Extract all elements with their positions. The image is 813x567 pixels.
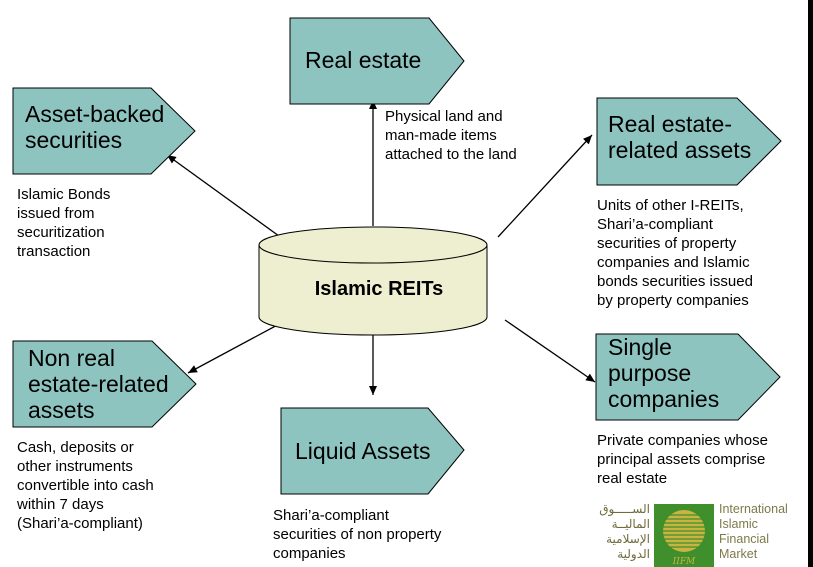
- logo-english-text: International Islamic Financial Market: [719, 502, 788, 561]
- arrow-to-asset-backed: [166, 154, 291, 245]
- logo-mark-text: IIFM: [672, 557, 696, 567]
- node-real-estate-label: Real estate: [305, 47, 422, 73]
- iifm-logo: الســـــوق الماليــة الإسلامية الدولية I…: [558, 502, 808, 567]
- center-cylinder: [258, 226, 488, 336]
- node-non-re-label: Non real estate-related assets: [28, 345, 169, 423]
- node-real-estate-shape: [289, 17, 465, 105]
- node-asset-backed-label: Asset-backed securities: [25, 101, 165, 153]
- node-single-desc: Private companies whose principal assets…: [597, 432, 768, 487]
- node-liquid-shape: [280, 407, 465, 495]
- node-re-related-shape: [596, 97, 782, 186]
- logo-arabic-text: الســـــوق الماليــة الإسلامية الدولية: [599, 502, 650, 561]
- logo-globe-icon: IIFM: [654, 504, 714, 567]
- node-non-re-desc: Cash, deposits or other instruments conv…: [17, 439, 154, 532]
- node-re-related-desc: Units of other I-REITs, Shari’a-complian…: [597, 197, 753, 309]
- node-liquid-desc: Shari’a-compliant securities of non prop…: [273, 507, 442, 562]
- node-single-shape: [595, 333, 781, 421]
- right-edge-border: [808, 0, 813, 567]
- arrow-to-single: [504, 319, 596, 383]
- node-non-re-shape: [12, 340, 197, 428]
- node-real-estate-desc: Physical land and man-made items attache…: [385, 108, 517, 163]
- center-label: Islamic REITs: [314, 278, 444, 300]
- node-re-related-label: Real estate- related assets: [608, 111, 752, 163]
- node-single-label: Single purpose companies: [608, 334, 720, 412]
- arrow-to-non-re: [187, 321, 284, 374]
- node-asset-backed-desc: Islamic Bonds issued from securitization…: [17, 186, 111, 260]
- node-asset-backed-shape: [12, 87, 196, 175]
- arrow-to-re-related: [497, 134, 593, 238]
- node-liquid-label: Liquid Assets: [295, 438, 431, 464]
